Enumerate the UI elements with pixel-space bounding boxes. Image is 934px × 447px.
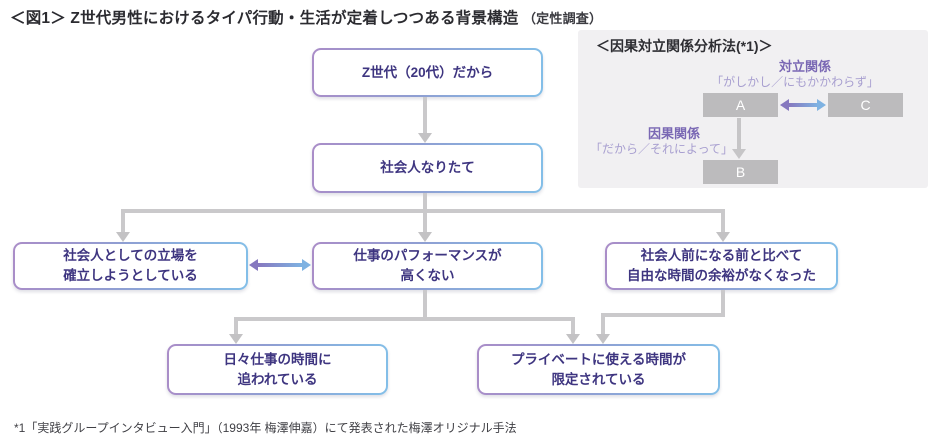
flow-node-label: 限定されている (551, 371, 646, 387)
flow-node-new-worker-body: 社会人なりたて (314, 145, 541, 191)
connector-line (423, 290, 427, 321)
flow-node-label: 社会人前になる前と比べて (640, 248, 803, 264)
connector-line (737, 118, 741, 150)
arrow-down-icon (596, 334, 610, 344)
flow-node-low-performance: 仕事のパフォーマンスが 高くない (312, 242, 543, 290)
arrow-right-icon (302, 259, 311, 271)
flow-node-label: 確立しようとしている (63, 268, 198, 283)
arrow-down-icon (716, 232, 730, 242)
flow-node-label: 追われている (237, 371, 318, 387)
connector-line (601, 313, 725, 317)
arrow-down-icon (732, 149, 746, 159)
flow-node-new-worker: 社会人なりたて (312, 143, 543, 193)
arrow-down-icon (418, 232, 432, 242)
arrow-down-icon (566, 334, 580, 344)
arrow-down-icon (229, 334, 243, 344)
footnote: *1「実践グループインタビュー入門」（1993年 梅澤伸嘉）にて発表された梅澤オ… (14, 421, 517, 435)
legend-node-c: C (828, 93, 903, 117)
flow-node-establish-position-body: 社会人としての立場を 確立しようとしている (15, 244, 246, 288)
flow-node-busy-with-work: 日々仕事の時間に 追われている (167, 344, 388, 395)
connector-line (721, 209, 725, 232)
connector-line (121, 209, 125, 232)
connector-line (121, 209, 725, 213)
figure-title: ＜図1＞ Z世代男性におけるタイパ行動・生活が定着しつつある背景構造 （定性調査… (10, 6, 602, 28)
flow-node-limited-private: プライベートに使える時間が 限定されている (477, 344, 720, 395)
flow-node-label: Z世代（20代）だから (361, 64, 494, 80)
connector-line (571, 317, 575, 334)
arrow-down-icon (116, 232, 130, 242)
flow-node-busy-with-work-body: 日々仕事の時間に 追われている (169, 346, 386, 393)
figure-title-note: （定性調査） (522, 11, 603, 26)
arrow-left-icon (249, 259, 258, 271)
flow-node-limited-private-body: プライベートに使える時間が 限定されている (479, 346, 718, 393)
connector-line (601, 313, 605, 334)
legend-causal-label: 因果関係 (647, 126, 700, 141)
flow-node-less-free-time-body: 社会人前になる前と比べて 自由な時間の余裕がなくなった (607, 244, 836, 288)
connector-line (423, 97, 427, 134)
legend-title: ＜因果対立関係分析法(*1)＞ (596, 38, 773, 54)
arrow-left-icon (780, 99, 789, 111)
legend-opposition-label: 対立関係 (778, 59, 831, 74)
flow-node-label: 自由な時間の余裕がなくなった (627, 268, 816, 283)
opposition-arrow-line (258, 263, 302, 267)
legend-causal-quote: 「だから／それによって」 (590, 142, 734, 156)
flow-node-gen-z-body: Z世代（20代）だから (314, 50, 541, 95)
arrow-right-icon (817, 99, 826, 111)
flow-node-label: 仕事のパフォーマンスが (353, 248, 502, 264)
connector-line (234, 317, 238, 334)
flow-node-label: 高くない (400, 268, 455, 283)
legend-node-a: A (703, 93, 778, 117)
flow-node-label: 社会人なりたて (380, 160, 475, 176)
flow-node-label: 社会人としての立場を (63, 248, 198, 264)
connector-line (234, 317, 575, 321)
figure-title-text: ＜図1＞ Z世代男性におけるタイパ行動・生活が定着しつつある背景構造 (10, 10, 519, 27)
flow-node-gen-z: Z世代（20代）だから (312, 48, 543, 97)
arrow-down-icon (418, 133, 432, 143)
flow-node-low-performance-body: 仕事のパフォーマンスが 高くない (314, 244, 541, 288)
flow-node-label: 日々仕事の時間に (223, 351, 332, 367)
legend-opposition-arrow-line (789, 103, 818, 107)
legend-opposition-quote: 「がしかし／にもかかわらず」 (711, 75, 879, 89)
flow-node-establish-position: 社会人としての立場を 確立しようとしている (13, 242, 248, 290)
connector-line (721, 290, 725, 317)
flow-node-less-free-time: 社会人前になる前と比べて 自由な時間の余裕がなくなった (605, 242, 838, 290)
flow-node-label: プライベートに使える時間が (510, 351, 687, 367)
legend-node-b: B (703, 160, 778, 184)
